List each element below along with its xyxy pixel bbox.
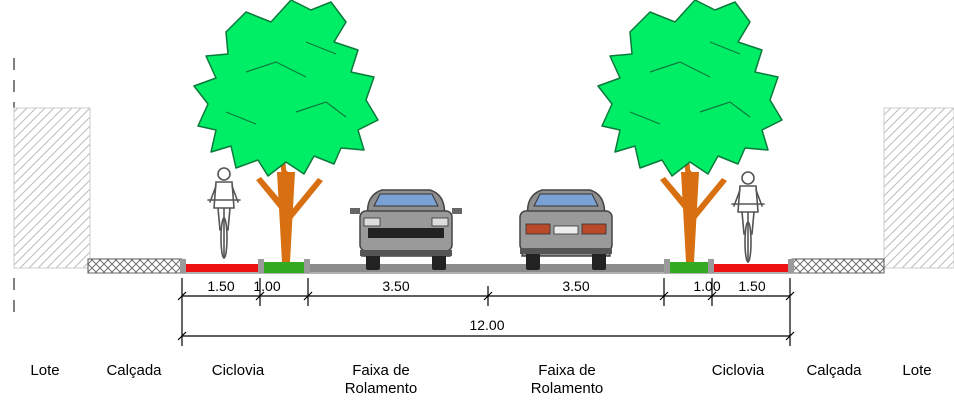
dimension-label: 3.50 — [562, 278, 589, 294]
zone-label-ciclovia-right: Ciclovia — [711, 362, 765, 379]
cyclist-icon — [731, 171, 765, 263]
zone-label-calcada-left: Calçada — [106, 362, 162, 379]
car-rear-icon — [519, 189, 613, 271]
zone-label-calcada-right: Calçada — [806, 362, 862, 379]
bike-lane-left — [186, 264, 258, 272]
zone-label-lote-left: Lote — [30, 362, 60, 379]
dimension-line-total — [177, 331, 795, 341]
dimension-label: 1.00 — [253, 278, 280, 294]
dimension-label: 3.50 — [382, 278, 409, 294]
sidewalk-left — [87, 258, 183, 274]
lot-right — [883, 107, 954, 269]
curb — [180, 259, 186, 273]
curb — [664, 259, 670, 273]
zone-label-ciclovia-left: Ciclovia — [211, 362, 265, 379]
dimension-total-label: 12.00 — [469, 317, 504, 333]
dimension-label: 1.50 — [207, 278, 234, 294]
cyclist-icon — [207, 167, 241, 259]
zone-label-lote-right: Lote — [902, 362, 932, 379]
bike-lane-right — [714, 264, 788, 272]
dimension-label: 1.50 — [738, 278, 765, 294]
curb — [258, 259, 264, 273]
tree-icon — [597, 0, 783, 263]
dimension-label: 1.00 — [693, 278, 720, 294]
road-surface — [306, 264, 668, 272]
lot-left — [13, 107, 91, 269]
sidewalk-right — [791, 258, 885, 274]
curb — [788, 259, 794, 273]
curb — [708, 259, 714, 273]
car-front-icon — [349, 189, 463, 271]
dimension-line-segments — [177, 278, 795, 346]
planting-strip-right — [670, 262, 708, 273]
planting-strip-left — [264, 262, 304, 273]
curb — [304, 259, 310, 273]
